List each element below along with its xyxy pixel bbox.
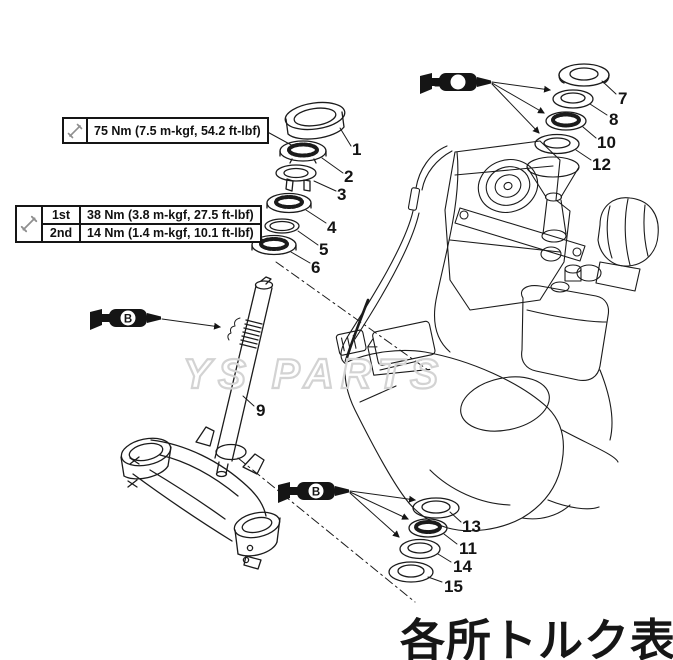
lower-race-part-13 xyxy=(412,497,460,519)
callout-8: 8 xyxy=(609,110,619,129)
callout-5: 5 xyxy=(319,240,329,259)
grease-letter: B xyxy=(434,78,442,90)
callout-15: 15 xyxy=(444,577,463,596)
stem-cap-part-1 xyxy=(284,101,346,140)
callout-14: 14 xyxy=(453,557,472,576)
grease-letter: B xyxy=(124,314,132,326)
torque-note-75nm: 75 Nm (7.5 m-kgf, 54.2 ft-lbf) xyxy=(62,117,269,144)
engine-assembly xyxy=(335,140,659,532)
callout-11: 11 xyxy=(459,539,477,558)
steering-stem-part-9 xyxy=(214,276,274,478)
torque-step-2-value: 14 Nm (1.4 m-kgf, 10.1 ft-lbf) xyxy=(81,223,260,241)
bottom-triple-clamp xyxy=(120,426,281,570)
upper-seal-part-12 xyxy=(534,133,580,155)
upper-bearing-part-10 xyxy=(545,111,587,131)
callout-6: 6 xyxy=(311,258,321,277)
lower-seal-part-14 xyxy=(399,538,441,560)
callout-13: 13 xyxy=(462,517,481,536)
torque-value-label: 75 Nm (7.5 m-kgf, 54.2 ft-lbf) xyxy=(94,123,261,138)
steering-stem-nut-part-2 xyxy=(279,140,327,164)
upper-dust-seal-part-7 xyxy=(558,63,610,87)
steering-axis-line xyxy=(237,261,429,603)
grease-symbol-middle: B xyxy=(90,309,222,330)
torque-step-1-label: 1st xyxy=(43,207,81,223)
callout-7: 7 xyxy=(618,89,628,108)
grease-symbol-top: B xyxy=(420,73,552,134)
grease-letter: B xyxy=(312,487,320,499)
adjustment-nut-part-6 xyxy=(251,234,297,256)
torque-step-1-value: 38 Nm (3.8 m-kgf, 27.5 ft-lbf) xyxy=(87,208,254,222)
washer-part-5 xyxy=(264,218,300,234)
adjustment-nut-part-4 xyxy=(266,192,312,214)
callout-4: 4 xyxy=(327,218,337,237)
lock-washer-part-3 xyxy=(275,164,317,192)
callout-1: 1 xyxy=(352,140,362,159)
callout-3: 3 xyxy=(337,185,347,204)
callout-9: 9 xyxy=(256,401,266,420)
upper-bearing-race-part-8 xyxy=(552,89,594,109)
wrench-icon xyxy=(64,119,88,142)
page-caption: 各所トルク表 xyxy=(400,615,673,660)
callout-leader-lines xyxy=(242,80,617,583)
torque-step-2-label: 2nd xyxy=(43,223,81,241)
wrench-icon xyxy=(17,207,43,241)
grease-symbol-bottom: B xyxy=(278,482,417,538)
callout-2: 2 xyxy=(344,167,354,186)
lower-dust-seal-part-15 xyxy=(388,561,434,583)
torque-note-staged: 1st 38 Nm (3.8 m-kgf, 27.5 ft-lbf) 2nd 1… xyxy=(15,205,262,243)
lower-bearing-part-11 xyxy=(408,518,448,538)
callout-10: 10 xyxy=(597,133,616,152)
callout-12: 12 xyxy=(592,155,611,174)
watermark-text: YS PARTS xyxy=(182,349,446,398)
